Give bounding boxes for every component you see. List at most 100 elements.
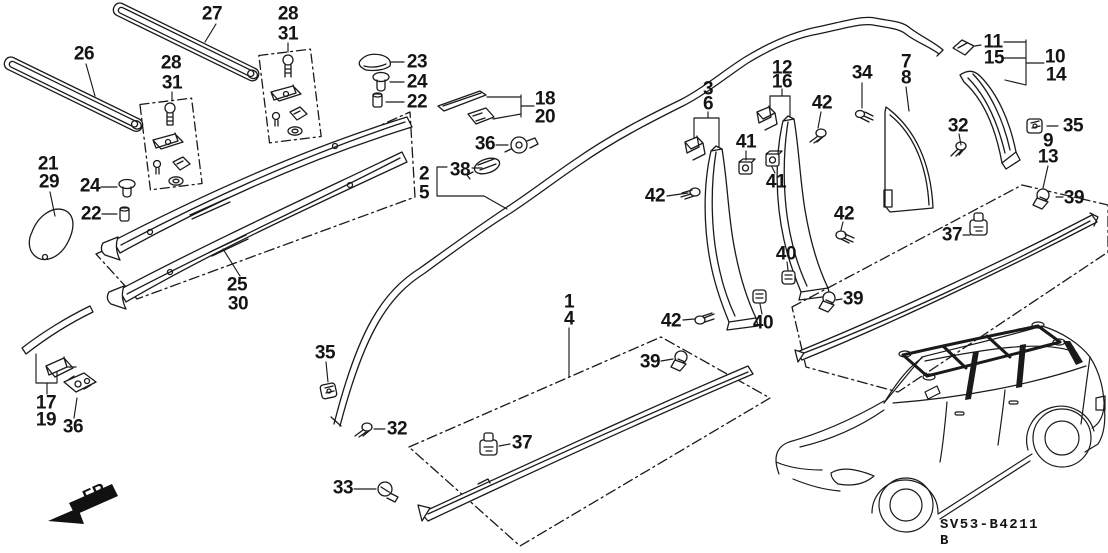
part-callout-28-1: 28 — [277, 3, 299, 25]
part-callout-8-46: 8 — [900, 67, 912, 89]
strip-18-shape — [437, 90, 487, 112]
clip-36-shape-center — [504, 136, 539, 154]
clip-37-shape-rear — [969, 212, 988, 236]
part-callout-5-19: 5 — [418, 182, 430, 204]
pad-21-29-shape — [28, 208, 74, 261]
grommet-24-shape-top — [372, 71, 390, 92]
part-callout-32-51: 32 — [947, 115, 969, 137]
part-callout-42-39: 42 — [811, 92, 833, 114]
clip-40-shape-b — [752, 289, 767, 304]
part-callout-41-36: 41 — [765, 171, 787, 193]
part-callout-9-53: 9 — [1042, 130, 1054, 152]
front-door-molding-box — [408, 336, 771, 547]
clip-39-shape-rear-a — [818, 291, 836, 313]
clip-block-3-6-shape — [684, 135, 706, 161]
part-callout-19-16: 19 — [35, 409, 57, 431]
clip-20-shape — [467, 107, 495, 125]
rear-molding-9-13-shape — [794, 212, 1099, 363]
clip-11-15-shape — [952, 39, 975, 56]
part-callout-23-4: 23 — [406, 51, 428, 73]
spacer-22-shape-left — [119, 206, 130, 222]
part-callout-29-10: 29 — [38, 171, 60, 193]
nut-35-shape-right — [1026, 118, 1043, 134]
part-callout-37-29: 37 — [511, 432, 533, 454]
part-callout-36-17: 36 — [62, 416, 84, 438]
clip-39-shape-front — [670, 350, 688, 372]
part-callout-22-8: 22 — [406, 91, 428, 113]
nut-41-shape-b — [765, 150, 783, 167]
part-callout-33-28: 33 — [332, 477, 354, 499]
part-callout-30-14: 30 — [227, 293, 249, 315]
part-callout-3-33: 3 — [702, 78, 714, 100]
clip-37-shape-front — [479, 432, 498, 456]
part-callout-36-21: 36 — [474, 133, 496, 155]
screw-42-shape-upper — [809, 128, 827, 144]
diagram-code: SV53-B4211 B — [940, 517, 1040, 549]
part-callout-25-13: 25 — [226, 274, 248, 296]
part-callout-41-35: 41 — [735, 131, 757, 153]
part-callout-35-52: 35 — [1062, 115, 1084, 137]
grommet-24-shape-left — [118, 178, 136, 198]
part-callout-24-6: 24 — [406, 71, 428, 93]
part-callout-31-7: 31 — [161, 72, 183, 94]
part-callout-22-12: 22 — [80, 203, 102, 225]
part-callout-1-24: 1 — [563, 291, 575, 313]
part-callout-14-50: 14 — [1045, 64, 1067, 86]
screw-42-shape-frontdoor — [694, 312, 715, 325]
cap-23-shape — [358, 53, 391, 72]
fr-direction-arrow — [48, 484, 118, 524]
part-callout-18-22: 18 — [534, 88, 556, 110]
clip-block-12-16-shape — [756, 105, 778, 131]
roof-rail-lower-shape — [106, 151, 408, 310]
part-callout-39-55: 39 — [1063, 187, 1085, 209]
part-callout-26-3: 26 — [73, 43, 95, 65]
part-callout-28-5: 28 — [160, 52, 182, 74]
clip-17-19-shape — [45, 356, 77, 378]
part-callout-40-42: 40 — [752, 312, 774, 334]
part-callout-31-2: 31 — [277, 23, 299, 45]
part-callout-27-0: 27 — [201, 3, 223, 25]
garnish-10-14-shape — [959, 70, 1021, 170]
garnish-7-8-shape — [883, 106, 934, 213]
part-callout-37-56: 37 — [941, 224, 963, 246]
part-callout-4-25: 4 — [563, 308, 575, 330]
screw-32-shape-right — [950, 141, 967, 157]
bracket-kit-28-31-left — [139, 97, 203, 191]
part-callout-10-49: 10 — [1044, 46, 1066, 68]
roof-molding-arc-2-5 — [330, 16, 944, 427]
rear-molding-box — [791, 184, 1108, 393]
part-callout-32-27: 32 — [386, 418, 408, 440]
part-callout-6-34: 6 — [702, 93, 714, 115]
part-callout-39-30: 39 — [639, 351, 661, 373]
part-callout-42-32: 42 — [644, 185, 666, 207]
nut-41-shape-a — [738, 158, 756, 175]
part-callout-12-37: 12 — [771, 57, 793, 79]
part-callout-21-9: 21 — [37, 153, 59, 175]
part-callout-16-38: 16 — [771, 71, 793, 93]
part-callout-24-11: 24 — [79, 175, 101, 197]
screw-32-shape-bottom — [354, 422, 373, 438]
roof-crossbar-26-shape — [3, 56, 144, 132]
part-callout-42-31: 42 — [660, 310, 682, 332]
part-callout-40-41: 40 — [775, 243, 797, 265]
screw-42-shape-left — [680, 187, 701, 200]
leader-lines — [35, 23, 1064, 490]
clip-35-shape-left — [319, 382, 338, 400]
garnish-3-6-shape — [704, 145, 759, 331]
front-door-molding-shape — [417, 365, 754, 522]
clip-39-shape-rear-b — [1032, 188, 1050, 210]
grommet-33-shape — [377, 481, 399, 503]
part-callout-11-47: 11 — [983, 31, 1003, 53]
clip-40-shape-a — [781, 270, 796, 285]
part-callout-35-26: 35 — [314, 342, 336, 364]
roof-crossbar-27-shape — [112, 2, 260, 82]
clip-38-shape — [466, 157, 501, 180]
screw-34-shape — [854, 109, 874, 123]
part-callout-13-54: 13 — [1037, 146, 1059, 168]
screw-42-shape-mid — [835, 230, 855, 244]
bracket-kit-28-31-right — [258, 48, 322, 144]
strip-17-19-shape — [21, 305, 94, 355]
part-callout-38-20: 38 — [449, 159, 471, 181]
